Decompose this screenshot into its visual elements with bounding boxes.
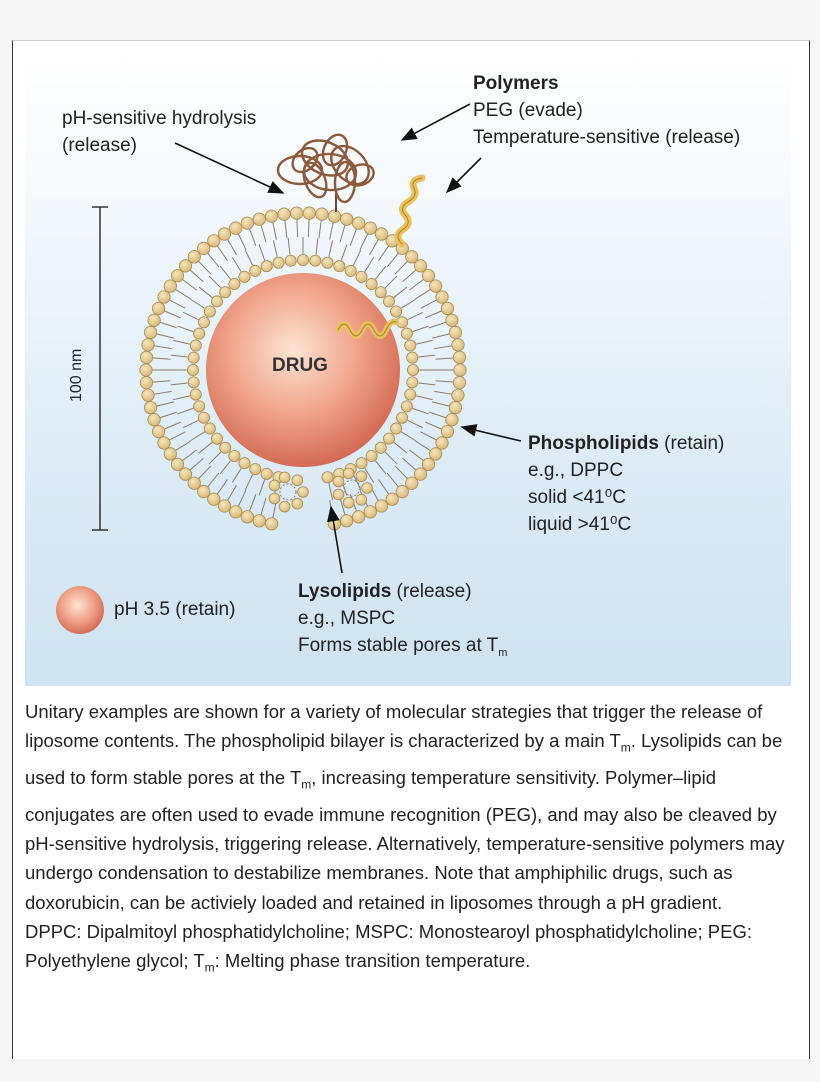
caption-paragraph: Unitary examples are shown for a variety… <box>25 701 785 913</box>
peg-polymer <box>276 133 375 212</box>
phospholipids-label: Phospholipids (retain) e.g., DPPC solid … <box>528 433 725 535</box>
ph-sphere <box>56 586 104 634</box>
drug-label: DRUG <box>272 355 328 376</box>
polymers-label: Polymers PEG (evade) Temperature-sensiti… <box>473 73 741 148</box>
temperature-polymer <box>394 174 426 248</box>
liposome-diagram <box>56 103 522 634</box>
annotation-arrows <box>174 103 522 574</box>
drug-core <box>206 273 400 467</box>
lysolipids-label: Lysolipids (release) e.g., MSPC Forms st… <box>298 581 508 659</box>
lysolipid-pore <box>268 467 373 513</box>
caption-abbreviations: DPPC: Dipalmitoyl phosphatidylcholine; M… <box>25 920 752 975</box>
scale-label: 100 nm <box>68 348 85 402</box>
figure-caption: Unitary examples are shown for a variety… <box>25 697 795 983</box>
phospholipid-bilayer <box>139 206 467 531</box>
scale-bar <box>92 206 108 531</box>
ph-hydrolysis-label: pH-sensitive hydrolysis (release) <box>62 108 257 156</box>
ph-retain-label: pH 3.5 (retain) <box>114 599 236 620</box>
